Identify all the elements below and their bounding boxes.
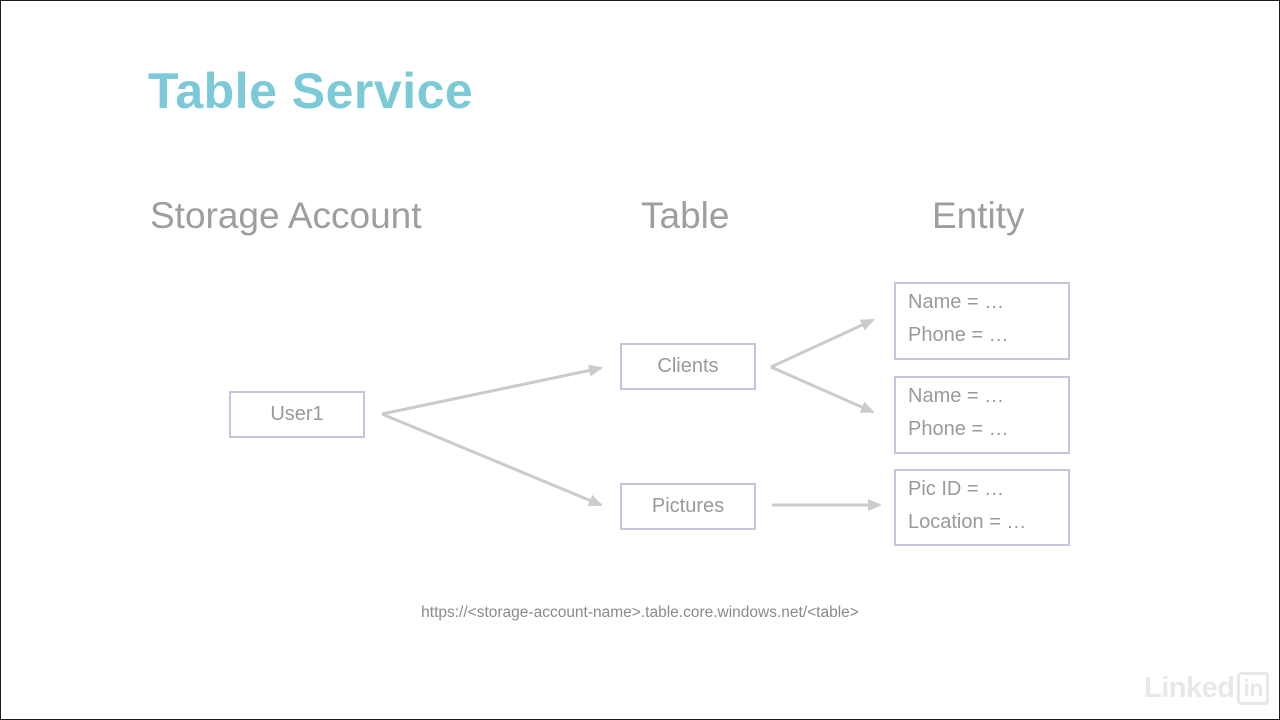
linkedin-logo-text: Linked — [1144, 672, 1235, 704]
entity-box-3: Pic ID = … Location = … — [894, 469, 1070, 546]
endpoint-url: https://<storage-account-name>.table.cor… — [421, 604, 859, 621]
table-heading: Table — [641, 195, 730, 236]
table-node-pictures: Pictures — [620, 483, 756, 530]
entity-property: Name = … — [908, 291, 1005, 313]
entity-property: Phone = … — [908, 418, 1009, 440]
slide-title: Table Service — [148, 63, 474, 119]
entity-property: Pic ID = … — [908, 478, 1005, 500]
entity-box-1: Name = … Phone = … — [894, 282, 1070, 360]
entity-box-2: Name = … Phone = … — [894, 376, 1070, 454]
entity-property: Name = … — [908, 385, 1005, 407]
storage-account-node: User1 — [229, 391, 365, 438]
table-node-clients: Clients — [620, 343, 756, 390]
entity-property: Phone = … — [908, 324, 1009, 346]
arrow-clients-to-entity-2 — [770, 365, 875, 414]
arrow-user1-to-clients — [381, 364, 603, 416]
arrow-user1-to-pictures — [381, 412, 603, 507]
linkedin-logo: Linked in — [1144, 672, 1269, 705]
entity-heading: Entity — [932, 195, 1025, 236]
entity-property: Location = … — [908, 511, 1027, 533]
linkedin-in-icon: in — [1237, 672, 1269, 705]
arrow-clients-to-entity-1 — [770, 318, 875, 369]
storage-account-heading: Storage Account — [150, 195, 422, 236]
